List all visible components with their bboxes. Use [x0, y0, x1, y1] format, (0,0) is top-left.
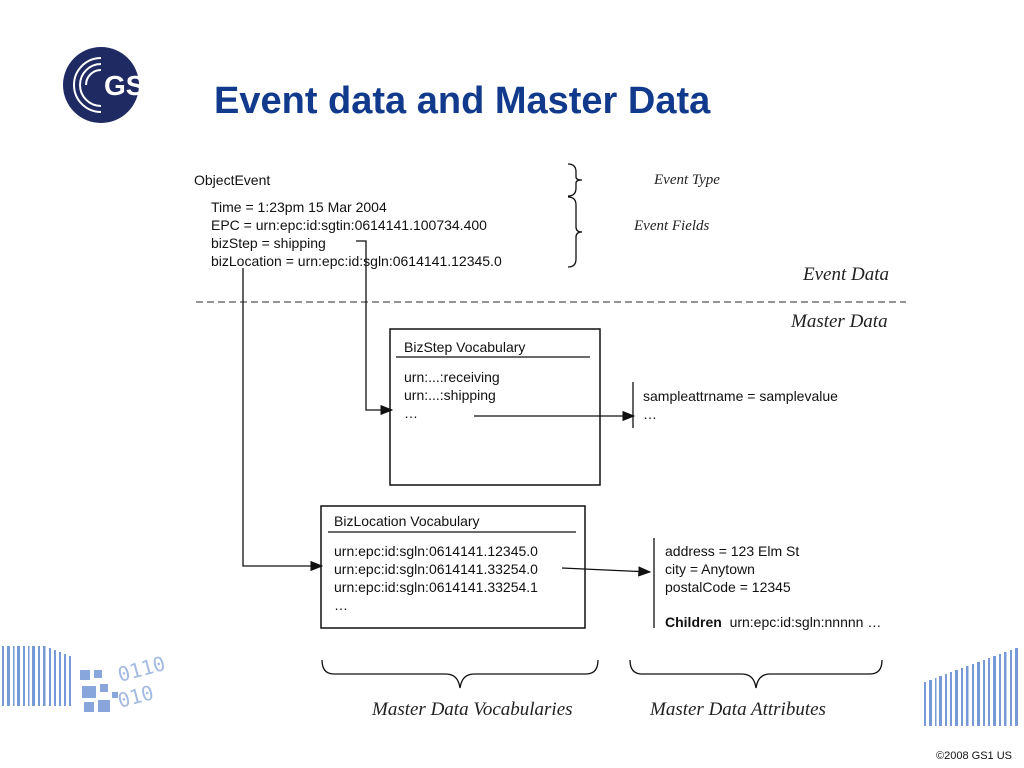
bizstep-vocab-item: urn:...:receiving: [404, 369, 500, 385]
bizlocation-attr-item: postalCode = 12345: [665, 579, 791, 595]
event-field-bizstep: bizStep = shipping: [211, 235, 326, 251]
bizlocation-attr-item: address = 123 Elm St: [665, 543, 800, 559]
page-title: Event data and Master Data: [214, 80, 711, 122]
bizstep-vocab-item: …: [404, 405, 418, 421]
event-type-annotation: Event Type: [654, 172, 720, 188]
master-data-vocabularies-annotation: Master Data Vocabularies: [372, 699, 573, 720]
barcode-right-icon: [920, 648, 1024, 728]
location-attr-arrow: [561, 566, 652, 577]
master-data-annotation: Master Data: [791, 311, 888, 332]
vocab-brace: [321, 659, 599, 689]
children-label: Children: [665, 614, 722, 630]
gs1-logo-icon: GS1: [60, 44, 168, 126]
bizstep-arrow: [356, 240, 394, 416]
bizlocation-arrow: [242, 268, 324, 572]
barcode-left-icon: 0110 010: [0, 640, 185, 750]
bizstep-vocab-box: [389, 328, 601, 486]
bizlocation-vocab-title: BizLocation Vocabulary: [334, 513, 480, 529]
event-type-brace: [567, 163, 583, 197]
bizlocation-vocab-item: urn:epc:id:sgln:0614141.12345.0: [334, 543, 538, 559]
svg-text:GS1: GS1: [104, 70, 160, 101]
event-field-time: Time = 1:23pm 15 Mar 2004: [211, 199, 387, 215]
event-field-bizlocation: bizLocation = urn:epc:id:sgln:0614141.12…: [211, 253, 502, 269]
children-value: urn:epc:id:sgln:nnnnn …: [729, 614, 882, 630]
bizlocation-children-row: Children urn:epc:id:sgln:nnnnn …: [665, 613, 881, 631]
event-fields-annotation: Event Fields: [634, 218, 710, 234]
event-field-epc: EPC = urn:epc:id:sgtin:0614141.100734.40…: [211, 217, 487, 233]
bizlocation-vocab-item: urn:epc:id:sgln:0614141.33254.1: [334, 579, 538, 595]
bizstep-attr-item: sampleattrname = samplevalue: [643, 388, 838, 404]
event-fields-brace: [567, 196, 583, 268]
bizlocation-vocab-item: …: [334, 597, 348, 613]
copyright-text: ©2008 GS1 US: [936, 750, 1012, 762]
bizstep-attr-item: …: [643, 406, 657, 422]
bizlocation-vocab-item: urn:epc:id:sgln:0614141.33254.0: [334, 561, 538, 577]
event-type-label: ObjectEvent: [194, 172, 271, 188]
svg-text:0110: 0110: [115, 651, 168, 687]
bizstep-vocab-title: BizStep Vocabulary: [404, 339, 526, 355]
event-data-annotation: Event Data: [803, 264, 890, 285]
bizlocation-attr-item: city = Anytown: [665, 561, 755, 577]
attr-brace: [629, 659, 883, 689]
bizlocation-vocab-box: [320, 505, 586, 629]
bizstep-vocab-item: urn:...:shipping: [404, 387, 496, 403]
master-data-attributes-annotation: Master Data Attributes: [650, 699, 826, 720]
